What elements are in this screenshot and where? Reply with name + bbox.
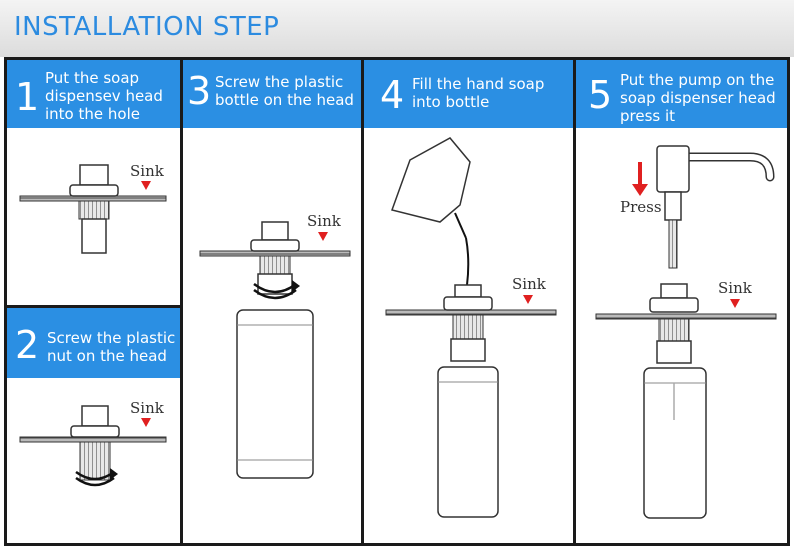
- step-number: 2: [15, 323, 40, 367]
- step-text-line: dispensev head: [45, 87, 163, 105]
- soap-bottle: [236, 309, 314, 479]
- head-flange: [649, 297, 699, 313]
- step-number: 5: [588, 73, 613, 117]
- pump-stem: [668, 219, 678, 269]
- threaded-shank: [658, 318, 690, 342]
- step-text-line: Put the soap: [45, 69, 140, 87]
- column-divider: [573, 57, 576, 546]
- row-divider: [4, 305, 181, 308]
- step-3-header: 3 Screw the plastic bottle on the head: [183, 60, 361, 128]
- step-text-line: into bottle: [412, 93, 490, 111]
- tube: [81, 218, 107, 254]
- plastic-nut: [450, 338, 486, 362]
- step-1-illustration: Sink: [19, 162, 167, 254]
- press-label: Press: [620, 198, 662, 216]
- step-1-header: 1 Put the soap dispensev head into the h…: [7, 60, 180, 128]
- pour-stream: [454, 212, 467, 239]
- down-arrow-icon: [141, 181, 151, 190]
- dispenser-head: [81, 405, 109, 427]
- step-3-illustration: Sink: [199, 212, 351, 479]
- step-2-illustration: Sink: [19, 399, 167, 487]
- threaded-shank: [79, 441, 111, 481]
- dispenser-head: [261, 221, 289, 241]
- step-number: 4: [380, 73, 405, 117]
- step-4-header: 4 Fill the hand soap into bottle: [364, 60, 573, 128]
- rotate-arrow-icon: [253, 288, 297, 300]
- sink-label: Sink: [130, 399, 165, 417]
- step-text-line: nut on the head: [47, 347, 167, 365]
- step-text-line: bottle on the head: [215, 91, 354, 109]
- refill-bottle: [391, 137, 471, 223]
- pump-spout-fill: [685, 154, 773, 180]
- title-bar: INSTALLATION STEP: [0, 0, 794, 57]
- step-text-line: into the hole: [45, 105, 140, 123]
- sink-label: Sink: [512, 275, 547, 293]
- step-text-line: soap dispenser head: [620, 89, 776, 107]
- head-flange: [250, 239, 300, 252]
- step-5-header: 5 Put the pump on the soap dispenser hea…: [576, 60, 787, 128]
- threaded-shank: [259, 255, 291, 275]
- head-flange: [69, 184, 119, 197]
- arrowhead-icon: [292, 280, 300, 292]
- column-divider: [361, 57, 364, 546]
- step-5-illustration: Press Sink: [595, 145, 777, 519]
- step-number: 1: [15, 75, 40, 119]
- sink-label: Sink: [130, 162, 165, 180]
- soap-stream: [465, 237, 470, 286]
- sink-label: Sink: [307, 212, 342, 230]
- soap-bottle: [437, 366, 499, 518]
- step-number: 3: [187, 69, 212, 113]
- dispenser-head: [454, 284, 482, 298]
- plastic-nut: [656, 340, 692, 364]
- step-text-line: press it: [620, 107, 676, 125]
- sink-countertop: [595, 313, 777, 320]
- down-arrow-icon: [141, 418, 151, 427]
- pump-head: [656, 145, 690, 193]
- down-arrow-icon: [523, 295, 533, 304]
- arrowhead-icon: [110, 468, 118, 480]
- soap-bottle: [643, 367, 707, 519]
- step-text-line: Put the pump on the: [620, 71, 775, 89]
- step-text-line: Screw the plastic: [47, 329, 176, 347]
- steps-frame: [4, 57, 790, 546]
- press-arrow-shaft: [638, 162, 642, 184]
- column-divider: [180, 57, 183, 546]
- down-arrow-icon: [730, 299, 740, 308]
- step-text-line: Screw the plastic: [215, 73, 344, 91]
- down-arrow-icon: [318, 232, 328, 241]
- head-flange: [70, 425, 120, 438]
- step-2-header: 2 Screw the plastic nut on the head: [7, 308, 180, 378]
- press-arrow-icon: [632, 184, 648, 196]
- step-4-illustration: Sink: [385, 137, 557, 518]
- threaded-shank: [452, 314, 484, 340]
- step-text-line: Fill the hand soap: [412, 75, 545, 93]
- page-title: INSTALLATION STEP: [14, 12, 280, 42]
- head-flange: [443, 296, 493, 311]
- rotate-arrow-icon: [75, 476, 115, 487]
- threaded-shank: [78, 200, 110, 220]
- pump-collar: [664, 191, 682, 221]
- sink-label: Sink: [718, 279, 753, 297]
- dispenser-head: [79, 164, 109, 186]
- dispenser-head: [660, 283, 688, 299]
